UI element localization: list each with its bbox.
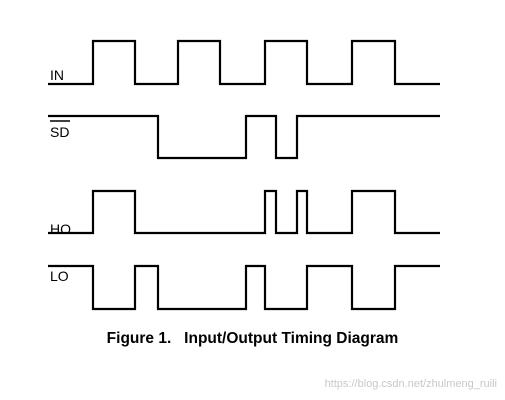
lo-signal-label: LO	[50, 268, 69, 284]
lo-waveform	[48, 264, 440, 311]
ho-signal-label: HO	[50, 221, 71, 237]
figure-caption: Figure 1. Input/Output Timing Diagram	[106, 330, 399, 347]
watermark: https://blog.csdn.net/zhulmeng_ruili	[324, 378, 497, 390]
sd-signal-label: SD	[50, 124, 69, 140]
ho-waveform	[48, 189, 440, 235]
sd-waveform	[48, 114, 440, 160]
in-signal-label: IN	[50, 67, 64, 83]
in-waveform	[48, 39, 440, 86]
